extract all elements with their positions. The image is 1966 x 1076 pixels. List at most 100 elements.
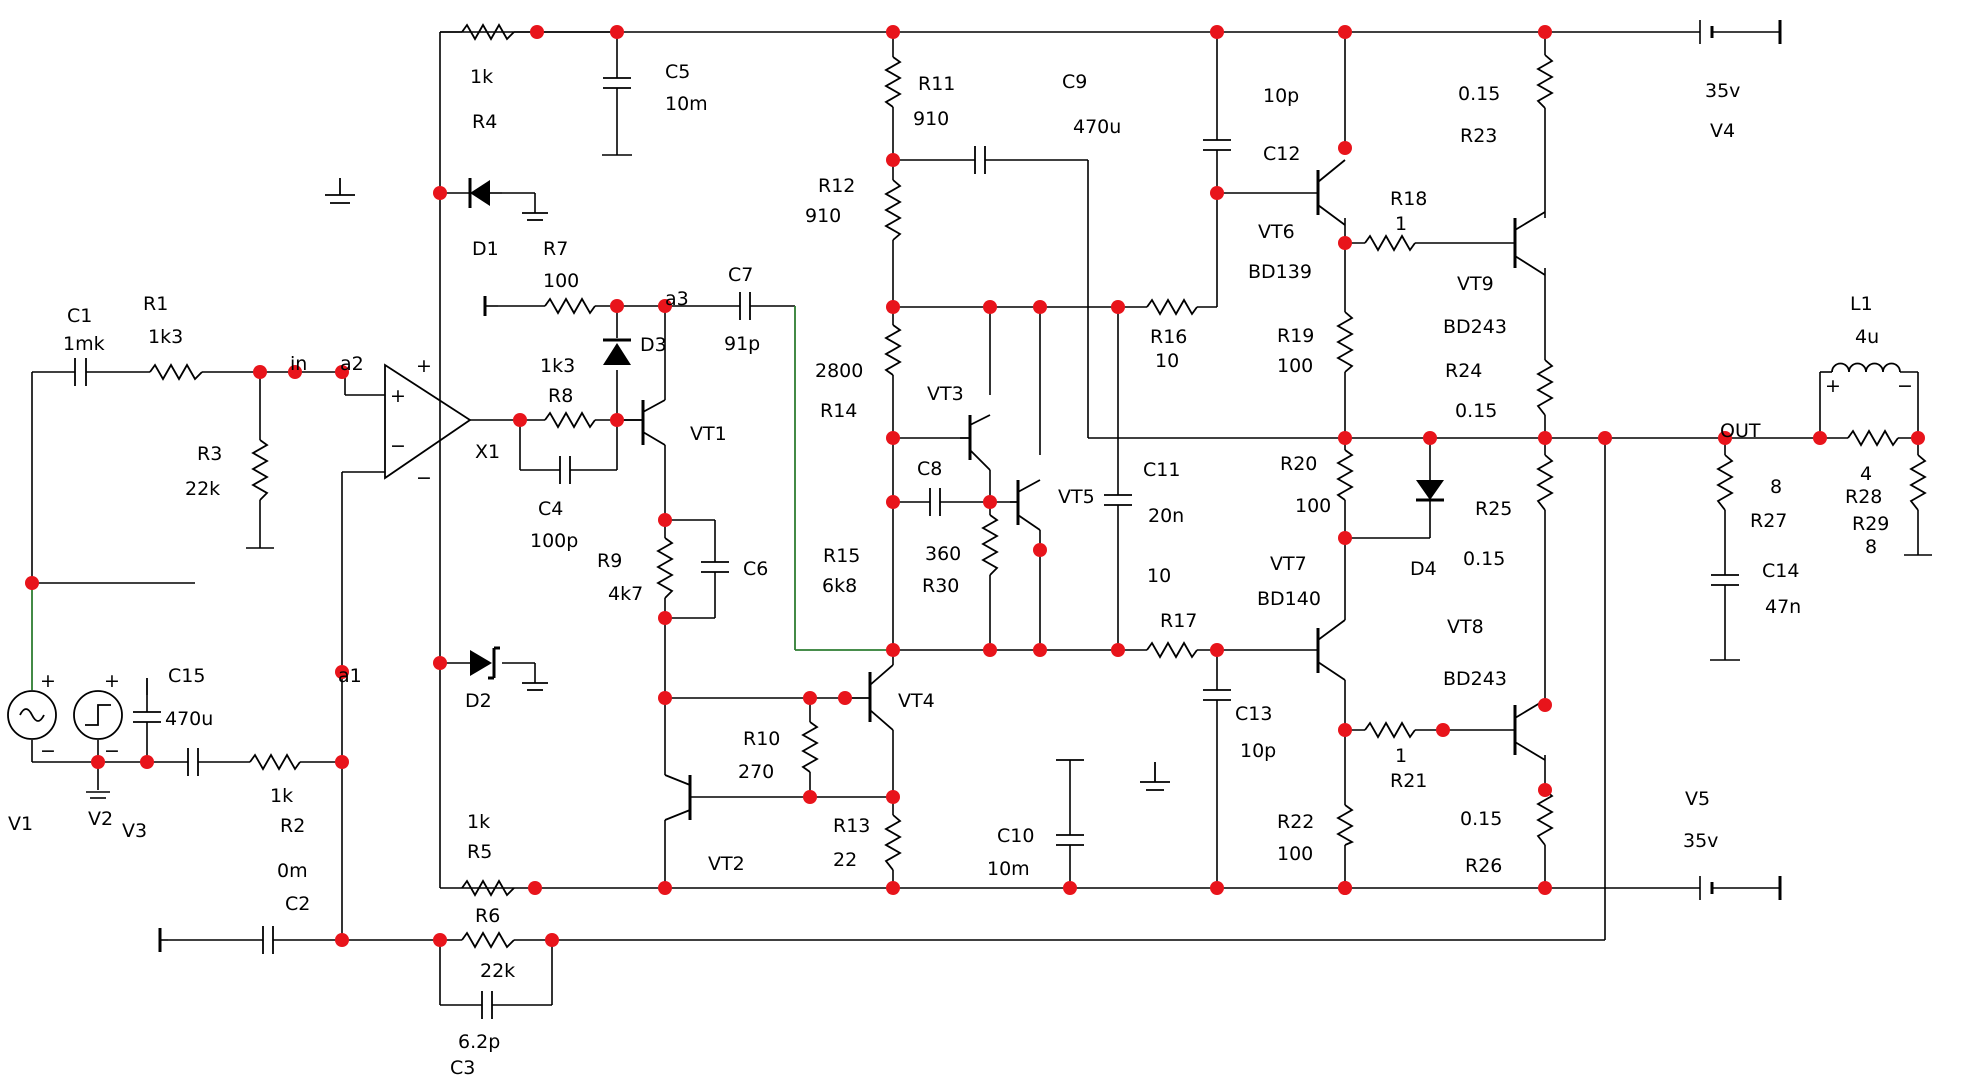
junction-node [335, 365, 349, 379]
junction-node [1063, 881, 1077, 895]
label-vt7-type: BD140 [1257, 588, 1321, 610]
label-inductor-plus: + [1825, 375, 1841, 397]
resistor-r8 [544, 411, 596, 429]
resistor-r27 [1716, 454, 1734, 511]
label-r3-value: 22k [185, 478, 220, 500]
label-r18-value: 1 [1395, 213, 1407, 235]
ground-symbol [522, 682, 548, 691]
label-r3-name: R3 [197, 443, 222, 465]
label-r16-name: R16 [1150, 326, 1187, 348]
junction-node [1338, 531, 1352, 545]
label-r4-value: 1k [470, 66, 493, 88]
label-opamp-plus-input: + [390, 385, 406, 407]
label-vt2: VT2 [708, 853, 745, 875]
label-r30-value: 360 [925, 543, 961, 565]
diode-d3 [603, 338, 631, 365]
ground-symbol [1140, 762, 1170, 791]
label-in: in [290, 353, 307, 375]
junction-node [983, 643, 997, 657]
junction-node [1111, 300, 1125, 314]
resistor-r16 [1146, 298, 1198, 316]
resistor-r1 [149, 363, 203, 381]
capacitors [74, 77, 1739, 1019]
label-r25-name: R25 [1475, 498, 1512, 520]
resistor-r11 [884, 56, 902, 108]
capacitor-c4 [559, 456, 571, 484]
junction-node [1436, 723, 1450, 737]
label-c14-name: C14 [1762, 560, 1799, 582]
label-r1-name: R1 [143, 293, 168, 315]
label-vt7: VT7 [1270, 553, 1307, 575]
label-r27-value: 8 [1770, 476, 1782, 498]
transistor-vt4 [845, 664, 894, 731]
capacitor-c13 [1203, 689, 1231, 701]
resistor-r12 [884, 179, 902, 241]
label-vt1: VT1 [690, 423, 727, 445]
label-a2: a2 [340, 353, 364, 375]
label-vt5: VT5 [1058, 486, 1095, 508]
label-r10-value: 270 [738, 761, 774, 783]
junction-node [1813, 431, 1827, 445]
label-r20-name: R20 [1280, 453, 1317, 475]
label-r5-value: 1k [467, 811, 490, 833]
label-c6-name: C6 [743, 558, 768, 580]
resistor-r19 [1336, 311, 1354, 373]
junction-node [1210, 643, 1224, 657]
label-r19-name: R19 [1277, 325, 1314, 347]
label-d4: D4 [1410, 558, 1437, 580]
label-v2: V2 [88, 808, 113, 830]
label-r17-value: 10 [1147, 565, 1171, 587]
label-vt9-type: BD243 [1443, 316, 1507, 338]
label-r28-name: R28 [1845, 486, 1882, 508]
junction-node [1338, 431, 1352, 445]
capacitor-c3 [481, 991, 493, 1019]
junction-node [1033, 300, 1047, 314]
label-c8-name: C8 [917, 458, 942, 480]
label-r27-name: R27 [1750, 510, 1787, 532]
label-r13-name: R13 [833, 815, 870, 837]
junction-node [886, 25, 900, 39]
transistor-vt2 [664, 774, 692, 821]
junction-node [1338, 881, 1352, 895]
capacitor-c10 [1056, 834, 1084, 846]
label-r12-name: R12 [818, 175, 855, 197]
label-r9-name: R9 [597, 550, 622, 572]
capacitor-c14 [1711, 574, 1739, 586]
label-c4-name: C4 [538, 498, 563, 520]
junction-node [886, 495, 900, 509]
label-r13-value: 22 [833, 849, 857, 871]
capacitor-c11 [1104, 494, 1132, 506]
label-c5-name: C5 [665, 61, 690, 83]
resistor-r26 [1536, 789, 1554, 846]
label-c12-value: 10p [1263, 85, 1299, 107]
label-c2-name: C2 [285, 893, 310, 915]
wires [31, 20, 1932, 1006]
label-c15-name: C15 [168, 665, 205, 687]
label-r22-value: 100 [1277, 843, 1313, 865]
label-vt6-type: BD139 [1248, 261, 1312, 283]
label-v5-name: V5 [1685, 788, 1710, 810]
label-r10-name: R10 [743, 728, 780, 750]
sources [7, 690, 123, 740]
resistor-r20 [1336, 449, 1354, 501]
label-c4-value: 100p [530, 530, 578, 552]
resistor-r5 [461, 879, 515, 897]
label-a3: a3 [665, 288, 689, 310]
label-r18-name: R18 [1390, 188, 1427, 210]
junction-node [658, 299, 672, 313]
label-c13-value: 10p [1240, 740, 1276, 762]
label-r17-name: R17 [1160, 610, 1197, 632]
junction-node [1538, 783, 1552, 797]
label-c11-name: C11 [1143, 459, 1180, 481]
label-r25-value: 0.15 [1463, 548, 1505, 570]
label-r4-name: R4 [472, 111, 497, 133]
label-r29-name: R29 [1852, 513, 1889, 535]
diode-d2 [470, 646, 500, 680]
label-v2-minus: − [104, 740, 120, 762]
label-c10-name: C10 [997, 825, 1034, 847]
junction-node [886, 300, 900, 314]
label-c15-value: 470u [165, 708, 213, 730]
label-c7-value: 91p [724, 333, 760, 355]
resistor-r2 [249, 753, 301, 771]
label-r2-value: 1k [270, 785, 293, 807]
